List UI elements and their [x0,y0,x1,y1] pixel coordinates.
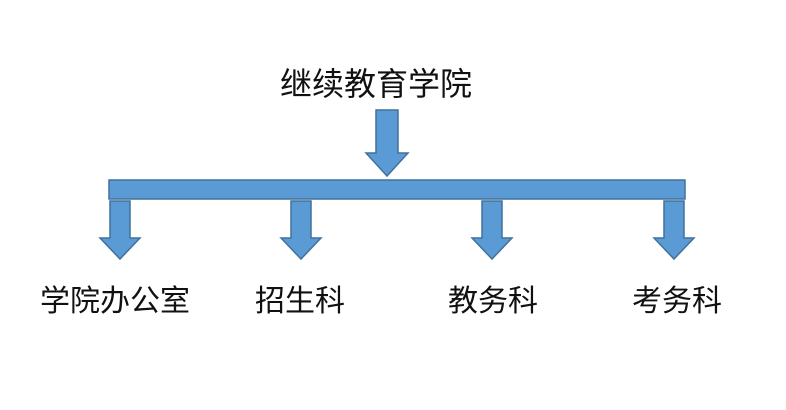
department-label-admissions: 招生科 [255,284,345,319]
root-node-label: 继续教育学院 [280,65,473,103]
horizontal-bar [108,179,686,200]
branch-arrow-0 [98,200,142,261]
branch-arrow-1 [279,200,323,261]
department-label-exam-affairs: 考务科 [632,284,722,319]
branch-arrow-2 [470,200,514,261]
top-down-arrow [364,109,410,178]
department-label-office: 学院办公室 [40,284,190,319]
department-label-academic-affairs: 教务科 [448,284,538,319]
branch-arrow-3 [652,200,696,261]
